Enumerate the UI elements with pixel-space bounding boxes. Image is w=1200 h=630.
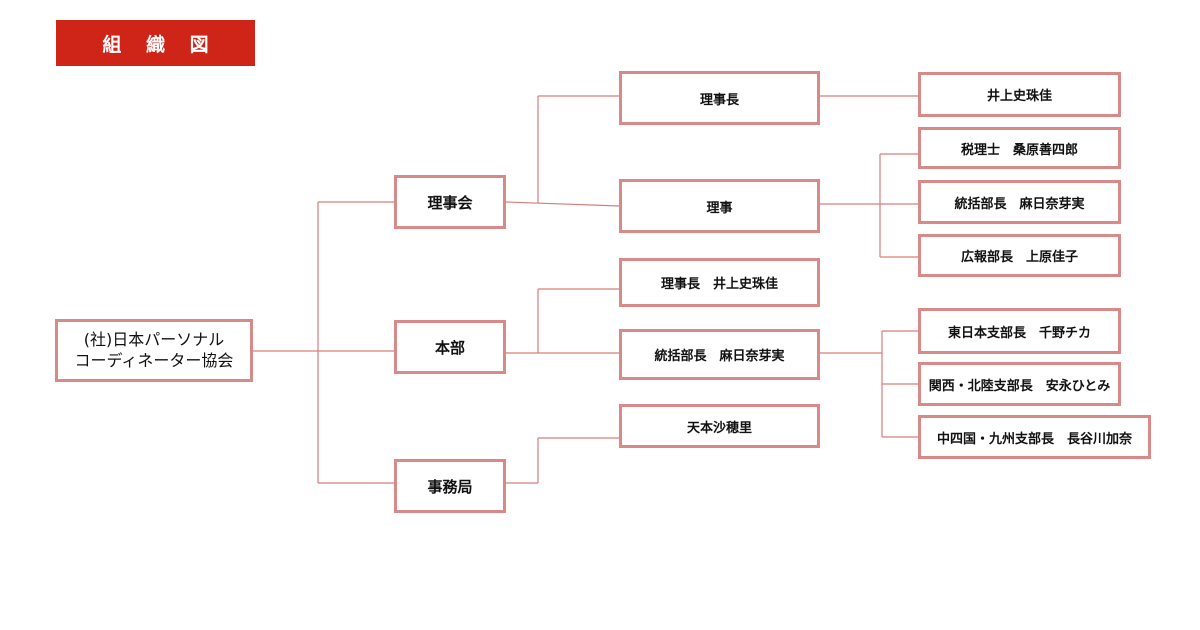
hq-chair-box: 理事長 井上史珠佳 (619, 258, 820, 307)
hq-general-manager-box: 統括部長 麻日奈芽実 (619, 329, 820, 380)
branch-manager-box: 東日本支部長 千野チカ (918, 308, 1121, 354)
director-member-box: 税理士 桑原善四郎 (918, 127, 1121, 169)
board-chair-member-box: 井上史珠佳 (918, 72, 1121, 117)
director-member-box: 統括部長 麻日奈芽実 (918, 180, 1121, 224)
page-title: 組 織 図 (56, 20, 255, 66)
branch-manager-box: 関西・北陸支部長 安永ひとみ (918, 362, 1121, 406)
headquarters-box: 本部 (394, 320, 506, 374)
root-organization-box: (社)日本パーソナル コーディネーター協会 (55, 319, 253, 382)
director-member-box: 広報部長 上原佳子 (918, 234, 1121, 277)
board-chair-box: 理事長 (619, 71, 820, 125)
board-box: 理事会 (394, 175, 506, 229)
secretariat-box: 事務局 (394, 459, 506, 513)
branch-manager-box: 中四国・九州支部長 長谷川加奈 (918, 415, 1151, 459)
secretariat-member-box: 天本沙穂里 (619, 404, 820, 448)
board-directors-box: 理事 (619, 179, 820, 233)
